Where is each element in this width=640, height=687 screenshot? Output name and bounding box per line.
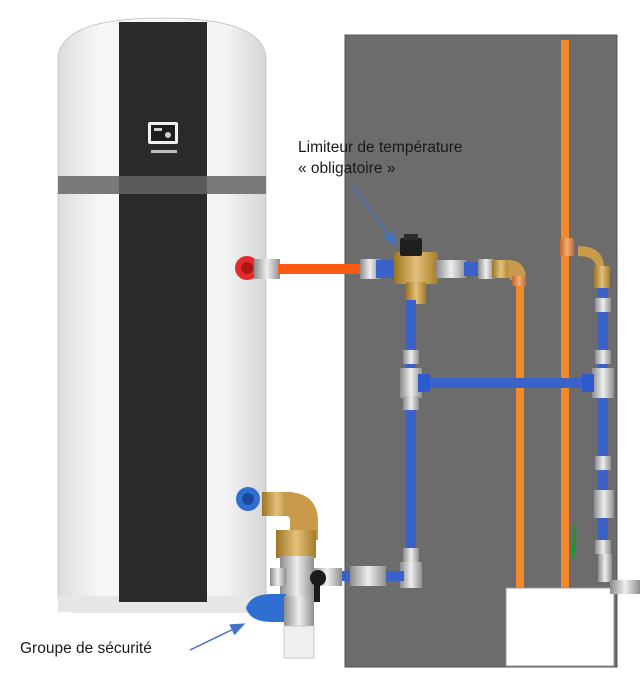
elbow-bottom-left bbox=[400, 562, 422, 588]
copper-tee-top-right bbox=[560, 238, 574, 256]
right-outlet-fitting bbox=[610, 580, 640, 594]
safety-group-callout-arrow bbox=[189, 623, 246, 651]
temperature-limiter-valve bbox=[376, 234, 466, 304]
tank-front-panel bbox=[119, 22, 207, 602]
temperature-limiter-label: Limiteur de température « obligatoire » bbox=[298, 137, 463, 179]
safety-group bbox=[246, 492, 342, 659]
cold-pipe-right-lower bbox=[598, 398, 608, 548]
cold-pipe-limiter-down bbox=[406, 300, 416, 380]
cold-crossover-pipe bbox=[430, 378, 590, 388]
hot-riser-pipe-right bbox=[561, 40, 569, 588]
temperature-limiter-label-line1: Limiteur de température bbox=[298, 139, 463, 156]
hot-riser-pipe-left bbox=[516, 282, 524, 588]
water-heater bbox=[57, 17, 267, 613]
red-connector-icon bbox=[235, 256, 259, 280]
safety-group-label: Groupe de sécurité bbox=[20, 640, 152, 657]
limiter-callout-arrow bbox=[351, 184, 397, 247]
hot-outlet-fitting bbox=[254, 259, 280, 279]
cold-pipe-right-upper bbox=[598, 288, 608, 370]
brass-elbow-top-right bbox=[578, 246, 604, 268]
hot-outlet-pipe bbox=[278, 264, 364, 274]
tee-fitting-right bbox=[582, 368, 614, 398]
display-screen-icon bbox=[148, 122, 178, 153]
tee-fitting-left bbox=[400, 368, 430, 398]
brass-elbow-top bbox=[492, 260, 526, 286]
blue-connector-icon bbox=[236, 487, 260, 511]
wall-panel bbox=[344, 34, 618, 668]
sink-cabinet bbox=[505, 587, 615, 667]
tank-band-panel bbox=[119, 176, 207, 194]
cold-pipe-left-lower bbox=[406, 410, 416, 556]
temperature-limiter-label-line2: « obligatoire » bbox=[298, 160, 396, 177]
shutoff-valve-right bbox=[571, 490, 614, 559]
